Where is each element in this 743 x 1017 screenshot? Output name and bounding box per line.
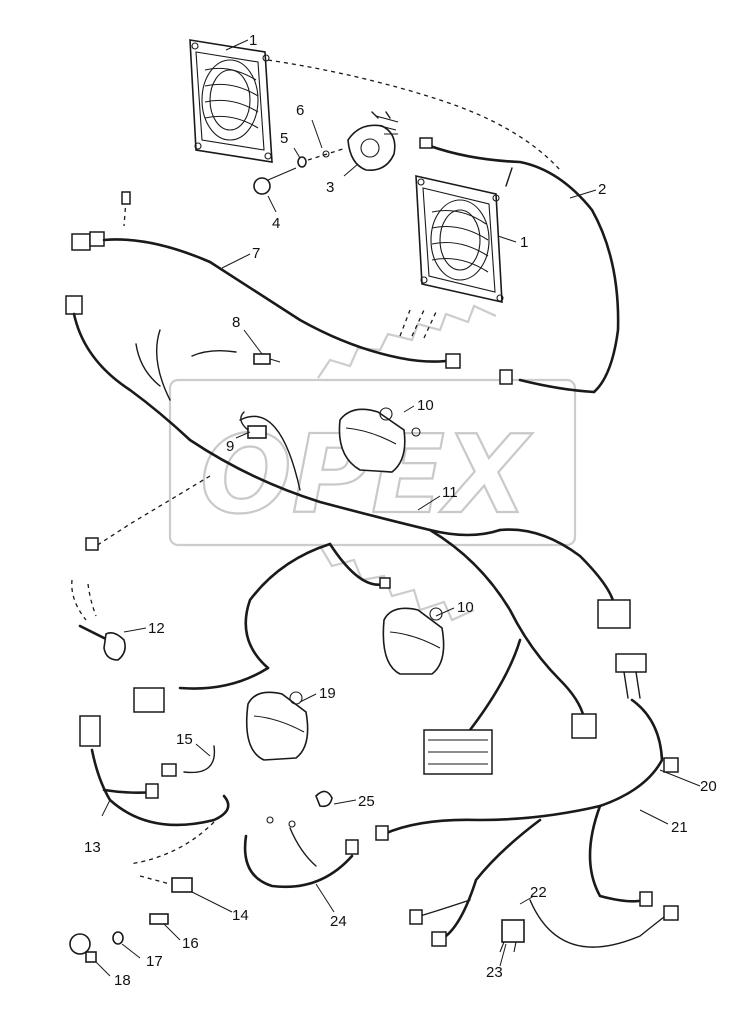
- callout-4: 4: [272, 215, 280, 232]
- knob: [253, 167, 297, 195]
- callout-12: 12: [148, 620, 165, 637]
- callout-21: 21: [671, 819, 688, 836]
- callout-18: 18: [114, 972, 131, 989]
- callout-2: 2: [598, 181, 606, 198]
- callout-8: 8: [232, 314, 240, 331]
- callout-13: 13: [84, 839, 101, 856]
- callout-5: 5: [280, 130, 288, 147]
- callout-25: 25: [358, 793, 375, 810]
- lamp-10-lower: [382, 607, 445, 675]
- callout-7: 7: [252, 245, 260, 262]
- callout-14: 14: [232, 907, 249, 924]
- washer-17: [112, 931, 124, 945]
- callout-22: 22: [530, 884, 547, 901]
- callout-23: 23: [486, 964, 503, 981]
- bolt-16: [149, 913, 169, 925]
- callout-6: 6: [296, 102, 304, 119]
- fan-unit-lower: [415, 174, 504, 304]
- main-harness-11: [65, 295, 631, 775]
- fan-unit-upper: [189, 39, 273, 163]
- harness-7: [71, 191, 461, 369]
- switch-14: [139, 875, 193, 893]
- lamp-10-upper: [338, 407, 421, 473]
- sensor-12: [71, 579, 126, 661]
- callout-3: 3: [326, 179, 334, 196]
- connector-25: [315, 790, 333, 808]
- harness-2: [267, 59, 620, 394]
- callout-9: 9: [226, 438, 234, 455]
- callout-1b: 1: [520, 234, 528, 251]
- callout-16: 16: [182, 935, 199, 952]
- callout-15: 15: [176, 731, 193, 748]
- sensor-8: [191, 349, 281, 365]
- callout-24: 24: [330, 913, 347, 930]
- callout-10a: 10: [417, 397, 434, 414]
- washer-small: [297, 147, 347, 168]
- harness-13: [79, 715, 230, 865]
- callout-labels: 1 1 2 3 4 5 6 7 8 9 10 10 11 12 13 14 15…: [84, 32, 717, 989]
- harness-15: [161, 745, 216, 777]
- relay-22-23: [499, 919, 525, 953]
- harness-21: [375, 653, 679, 948]
- harness-24: [243, 816, 359, 889]
- lamp-19: [245, 691, 309, 761]
- callout-19: 19: [319, 685, 336, 702]
- leader-lines: [95, 39, 701, 977]
- switch-assembly: [347, 111, 399, 171]
- callout-20: 20: [700, 778, 717, 795]
- callout-11: 11: [442, 484, 458, 501]
- callout-10b: 10: [457, 599, 474, 616]
- callout-1a: 1: [249, 32, 257, 49]
- callout-17: 17: [146, 953, 163, 970]
- connector-9: [240, 411, 267, 439]
- bulb-18: [69, 933, 97, 963]
